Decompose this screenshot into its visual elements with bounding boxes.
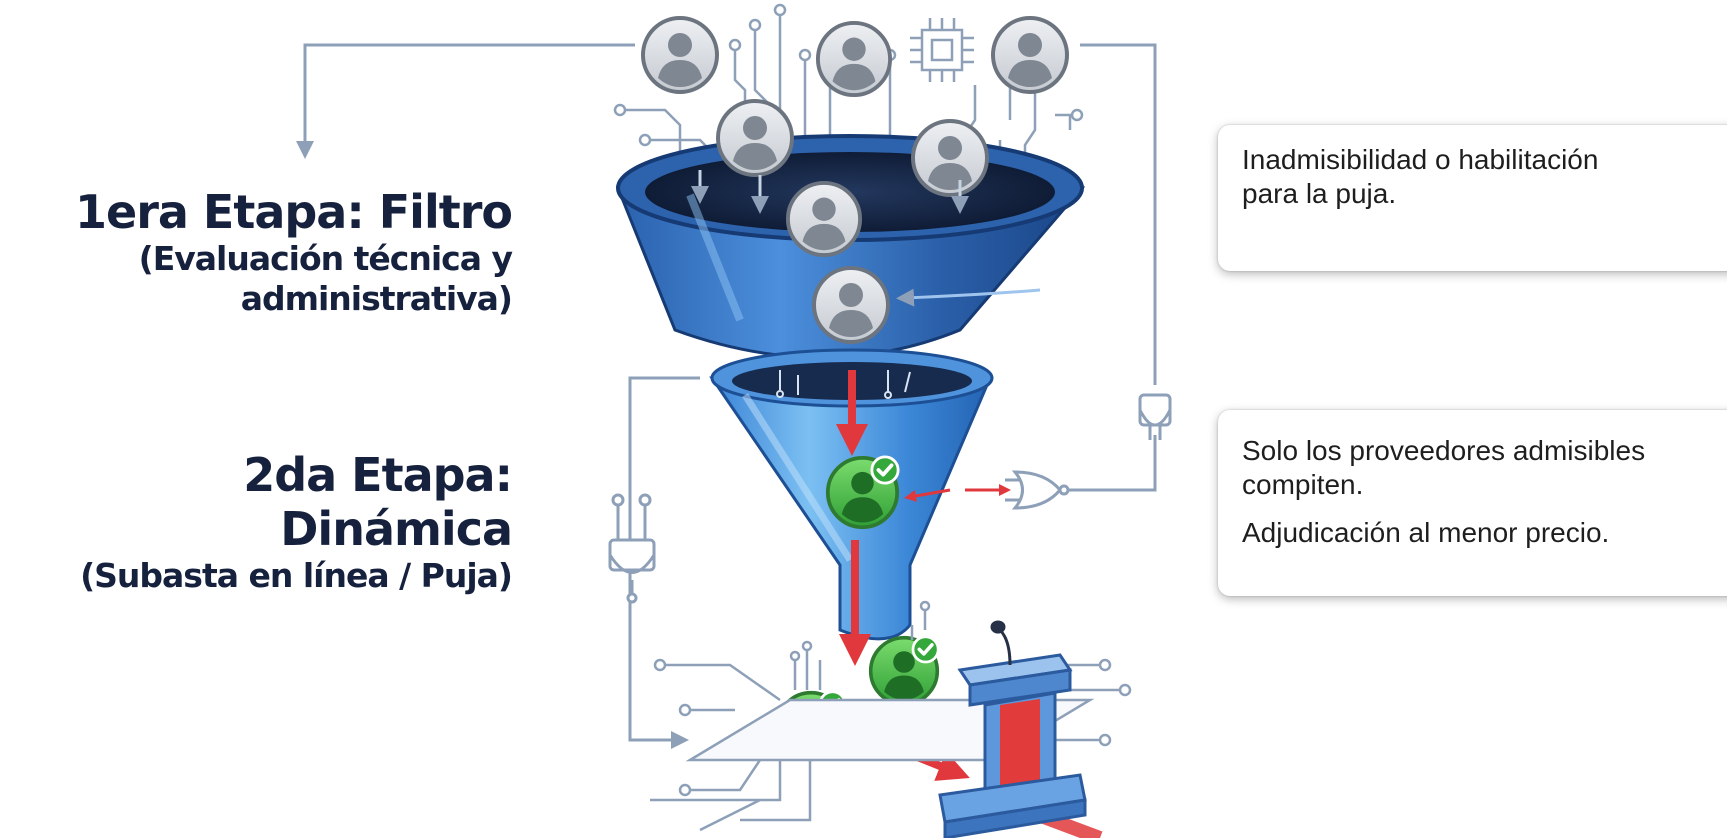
feedback-loop-right-bottom: [1040, 435, 1157, 492]
callout-auction-line2: compiten.: [1242, 469, 1364, 500]
callout-filter-line1: Inadmisibilidad o habilitación: [1242, 144, 1599, 175]
person-icon: [785, 180, 863, 258]
chip-icon: [910, 18, 974, 82]
circuit-marks-mid: [776, 370, 911, 399]
person-icon: [716, 99, 794, 177]
person-icon: [911, 119, 989, 197]
podium-icon: [938, 653, 1087, 838]
inflow-arrows: [691, 170, 1041, 307]
stage-1-subtitle-line2: administrativa): [240, 279, 513, 318]
person-icon: [991, 16, 1069, 94]
plug-icon: [1138, 393, 1172, 440]
stage-1-label: 1era Etapa: Filtro (Evaluación técnica y…: [74, 185, 513, 319]
person-icon: [641, 16, 719, 94]
logic-gate-icon: [1005, 470, 1070, 510]
person-icon: [815, 20, 893, 98]
callout-filter: Inadmisibilidad o habilitación para la p…: [1218, 125, 1727, 271]
microphone-icon: [990, 620, 1012, 666]
stage-1-title: 1era Etapa: Filtro: [74, 185, 513, 239]
stage-2-title: 2da Etapa: Dinámica: [243, 448, 513, 556]
callout-auction-line1: Solo los proveedores admisibles: [1242, 435, 1646, 466]
feedback-loop-top: [296, 43, 635, 159]
callout-auction-line3: Adjudicación al menor precio.: [1242, 517, 1610, 548]
callout-auction: Solo los proveedores admisibles compiten…: [1218, 410, 1727, 596]
approved-person-icon: [868, 635, 940, 707]
stage-2-subtitle-line1: (Subasta en línea / Puja): [80, 556, 513, 595]
stage-1-subtitle-line1: (Evaluación técnica y: [138, 239, 513, 278]
gate-to-competitor-arrow: [904, 488, 951, 502]
person-icon: [812, 266, 890, 344]
feedback-loop-right: [1080, 43, 1157, 385]
stage-2-label: 2da Etapa: Dinámica (Subasta en línea / …: [0, 448, 513, 596]
callout-filter-line2: para la puja.: [1242, 178, 1397, 209]
plug-icon: [608, 493, 656, 604]
approved-person-icon: [825, 455, 900, 530]
